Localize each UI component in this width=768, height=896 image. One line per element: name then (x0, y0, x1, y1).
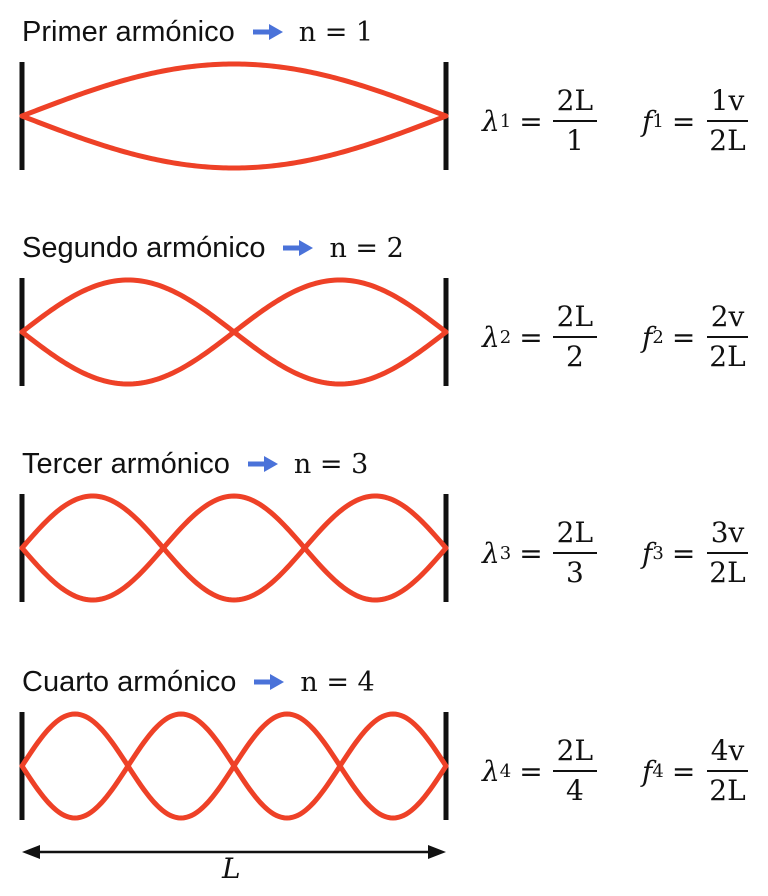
lambda-subscript: 2 (499, 326, 512, 348)
frequency-subscript: 2 (652, 326, 664, 348)
wave-lower-curve (19, 493, 449, 603)
wavelength-fraction: 2L 4 (552, 734, 598, 808)
fraction-denominator: 2L (709, 556, 746, 589)
fraction-numerator: 1v (706, 84, 749, 122)
fraction-numerator: 2v (706, 300, 749, 338)
fraction-denominator: 2L (709, 774, 746, 807)
harmonic-4-header: Cuarto armónico n = 4 (22, 662, 375, 702)
frequency-subscript: 3 (652, 542, 664, 564)
wavelength-fraction: 2L 3 (552, 516, 598, 590)
right-arrow-icon (283, 240, 314, 256)
equals-sign: = (519, 320, 543, 354)
wave-lower-curve (19, 711, 449, 821)
fraction-denominator: 4 (565, 774, 584, 807)
equals-sign: = (519, 536, 543, 570)
standing-wave-3 (19, 493, 449, 603)
length-dimension-arrow (22, 845, 446, 859)
harmonic-2-n-label: n = 2 (329, 232, 404, 264)
lambda-symbol: λ (482, 754, 500, 788)
frequency-fraction: 4v 2L (705, 734, 749, 808)
standing-wave-4 (19, 711, 449, 821)
right-arrow-icon (247, 456, 278, 472)
wave-lower-curve (19, 277, 449, 387)
harmonic-2-title: Segundo armónico (22, 231, 266, 264)
frequency-subscript: 4 (652, 760, 664, 782)
lambda-subscript: 1 (499, 110, 512, 132)
wavelength-fraction: 2L 2 (552, 300, 598, 374)
lambda-subscript: 4 (499, 760, 512, 782)
lambda-symbol: λ (482, 104, 500, 138)
fraction-denominator: 2 (565, 340, 584, 373)
equals-sign: = (671, 104, 696, 138)
lambda-subscript: 3 (499, 542, 512, 564)
wave-upper-curve (19, 61, 449, 119)
frequency-symbol: f (642, 104, 653, 138)
equals-sign: = (519, 104, 543, 138)
standing-wave-1 (19, 61, 449, 171)
fraction-numerator: 2L (552, 734, 598, 772)
frequency-subscript: 1 (652, 110, 664, 132)
frequency-symbol: f (642, 320, 653, 354)
frequency-symbol: f (642, 754, 653, 788)
lambda-symbol: λ (482, 320, 500, 354)
fraction-numerator: 2L (552, 84, 598, 122)
fraction-denominator: 3 (565, 556, 584, 589)
harmonic-3-n-label: n = 3 (293, 448, 369, 480)
fraction-numerator: 3v (706, 516, 749, 554)
fraction-denominator: 2L (709, 340, 746, 373)
equals-sign: = (671, 536, 696, 570)
harmonic-3-title: Tercer armónico (22, 447, 230, 480)
harmonic-1-header: Primer armónico n = 1 (22, 12, 373, 52)
frequency-fraction: 1v 2L (705, 84, 749, 158)
frequency-symbol: f (642, 536, 653, 570)
harmonic-1-title: Primer armónico (22, 15, 235, 48)
wave-upper-curve (19, 493, 449, 603)
equals-sign: = (519, 754, 543, 788)
lambda-symbol: λ (482, 536, 500, 570)
frequency-fraction: 2v 2L (705, 300, 749, 374)
fraction-numerator: 2L (552, 300, 598, 338)
right-arrow-icon (252, 24, 283, 40)
standing-wave-2 (19, 277, 449, 387)
harmonic-1-n-label: n = 1 (298, 16, 374, 48)
fraction-numerator: 4v (706, 734, 749, 772)
right-arrow-icon (254, 674, 285, 690)
fraction-numerator: 2L (552, 516, 598, 554)
wave-lower-curve (19, 113, 449, 171)
harmonic-3-header: Tercer armónico n = 3 (22, 444, 368, 484)
equals-sign: = (671, 754, 696, 788)
frequency-fraction: 3v 2L (705, 516, 749, 590)
harmonic-4-n-label: n = 4 (300, 666, 375, 698)
equals-sign: = (671, 320, 696, 354)
harmonic-4-title: Cuarto armónico (22, 665, 237, 698)
wavelength-fraction: 2L 1 (552, 84, 598, 158)
length-label: L (222, 852, 241, 885)
fraction-denominator: 2L (709, 124, 746, 157)
fraction-denominator: 1 (565, 124, 584, 157)
harmonic-2-header: Segundo armónico n = 2 (22, 228, 404, 268)
